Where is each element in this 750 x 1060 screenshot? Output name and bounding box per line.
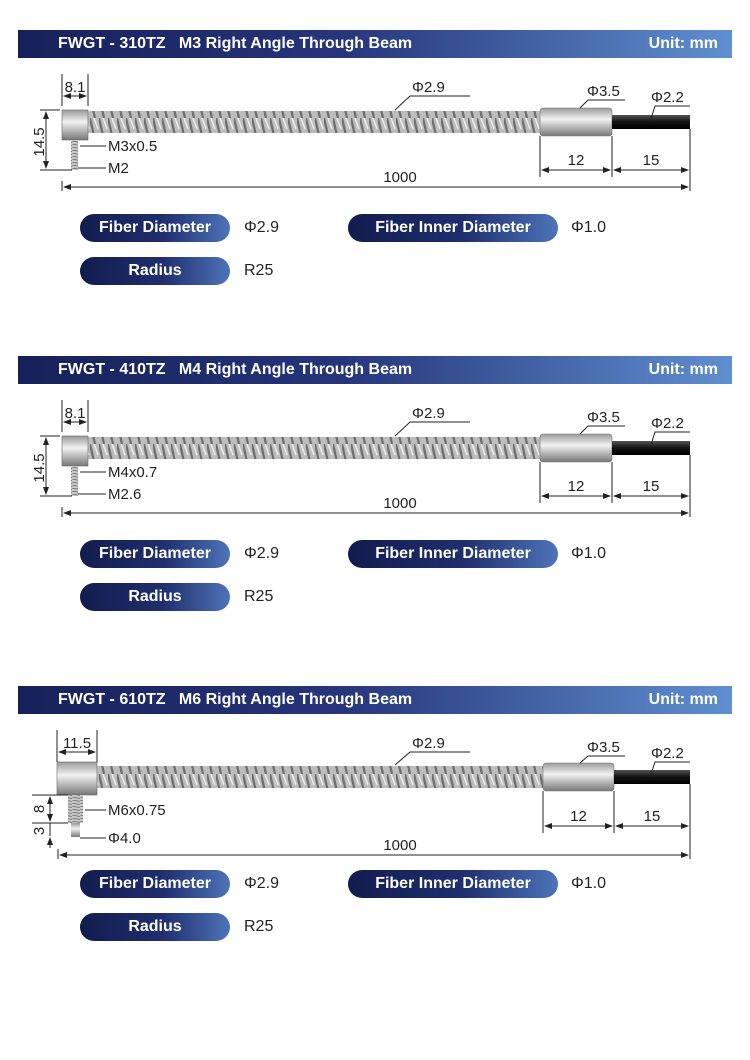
spiral-armor-cable [97,766,543,788]
total-length-dim: 1000 [383,837,416,854]
product-section: FWGT - 310TZ M3 Right Angle Through Beam… [0,30,750,340]
end-diameter-callout: Φ2.2 [651,745,684,762]
dimension-drawing: 8.1 14.5 M4x0.7 M2.6 Φ2.9 Φ3.5 Φ2.2 12 1… [31,400,691,517]
fiber-inner-diameter-value: Φ1.0 [571,875,607,892]
radius-badge: Radius [80,583,230,611]
sleeve-length-dim: 12 [570,808,587,825]
height-dim-b: 3 [31,827,48,835]
section-header: FWGT - 410TZ M4 Right Angle Through Beam… [18,356,732,384]
sleeve-diameter-callout: Φ3.5 [587,83,620,100]
thread-label: M6x0.75 [108,802,166,819]
dimension-drawing: 8.1 14.5 M3x0.5 M2 Φ2.9 Φ3.5 Φ2.2 12 15 … [31,74,691,191]
model-description: M6 Right Angle Through Beam [178,691,413,708]
thread-stem [68,795,83,823]
radius-value: R25 [244,588,274,605]
sleeve [539,107,613,137]
section-header: FWGT - 310TZ M3 Right Angle Through Beam… [18,30,732,58]
sleeve-length-dim: 12 [568,478,585,495]
fiber-inner-diameter-value: Φ1.0 [571,219,607,236]
sleeve [539,433,613,463]
fiber-diameter-value: Φ2.9 [244,545,280,562]
fiber-diameter-badge: Fiber Diameter [80,540,230,568]
section-header: FWGT - 610TZ M6 Right Angle Through Beam… [18,686,732,714]
model-description: M4 Right Angle Through Beam [178,361,413,378]
head-width-dim: 8.1 [65,405,86,422]
model-name: FWGT - 610TZ [58,691,166,708]
fiber-end [612,441,690,455]
tip-label: Φ4.0 [108,830,141,847]
section-title: FWGT - 610TZ M6 Right Angle Through Beam [58,686,412,714]
total-length-dim: 1000 [383,495,416,512]
fiber-inner-diameter-value: Φ1.0 [571,545,607,562]
sleeve-diameter-callout: Φ3.5 [587,739,620,756]
fiber-end [612,115,690,129]
end-diameter-callout: Φ2.2 [651,89,684,106]
model-description: M3 Right Angle Through Beam [178,35,413,52]
model-name: FWGT - 410TZ [58,361,166,378]
unit-label: Unit: mm [648,35,718,52]
fiber-diameter-badge: Fiber Diameter [80,870,230,898]
sleeve [542,762,615,792]
tip-label: M2 [108,160,129,177]
fiber-inner-diameter-badge: Fiber Inner Diameter [348,870,558,898]
fiber-diameter-value: Φ2.9 [244,219,280,236]
fiber-diameter-value: Φ2.9 [244,875,280,892]
fiber-inner-diameter-badge: Fiber Inner Diameter [348,214,558,242]
radius-badge: Radius [80,913,230,941]
fiber-diameter-callout: Φ2.9 [412,79,445,96]
product-section: FWGT - 610TZ M6 Right Angle Through Beam… [0,686,750,996]
section-title: FWGT - 410TZ M4 Right Angle Through Beam [58,356,412,384]
unit-label: Unit: mm [648,691,718,708]
sensor-head [61,435,89,467]
sensor-head [61,109,89,141]
thread-label: M3x0.5 [108,138,157,155]
head-width-dim: 8.1 [65,79,86,96]
radius-value: R25 [244,262,274,279]
fiber-inner-diameter-badge: Fiber Inner Diameter [348,540,558,568]
thread-label: M4x0.7 [108,464,157,481]
spiral-armor-cable [88,437,540,459]
sleeve-diameter-callout: Φ3.5 [587,409,620,426]
model-name: FWGT - 310TZ [58,35,166,52]
tip-label: M2.6 [108,486,141,503]
dimension-drawing: 11.5 8 3 M6x0.75 Φ4.0 Φ2.9 Φ3.5 Φ2.2 12 … [31,730,691,859]
product-section: FWGT - 410TZ M4 Right Angle Through Beam… [0,356,750,666]
sleeve-length-dim: 12 [568,152,585,169]
fiber-diameter-callout: Φ2.9 [412,405,445,422]
sensor-head [56,761,98,796]
head-width-dim: 11.5 [63,735,91,752]
radius-value: R25 [244,918,274,935]
height-dim: 14.5 [31,453,48,482]
thread-stem [71,140,78,170]
end-length-dim: 15 [643,152,660,169]
spiral-armor-cable [88,111,540,133]
unit-label: Unit: mm [648,361,718,378]
end-length-dim: 15 [644,808,661,825]
total-length-dim: 1000 [383,169,416,186]
thread-stem [71,466,78,496]
fiber-diameter-callout: Φ2.9 [412,735,445,752]
height-dim-a: 8 [31,805,48,813]
end-diameter-callout: Φ2.2 [651,415,684,432]
radius-badge: Radius [80,257,230,285]
fiber-end [614,770,690,784]
end-length-dim: 15 [643,478,660,495]
height-dim: 14.5 [31,127,48,156]
fiber-diameter-badge: Fiber Diameter [80,214,230,242]
section-title: FWGT - 310TZ M3 Right Angle Through Beam [58,30,412,58]
